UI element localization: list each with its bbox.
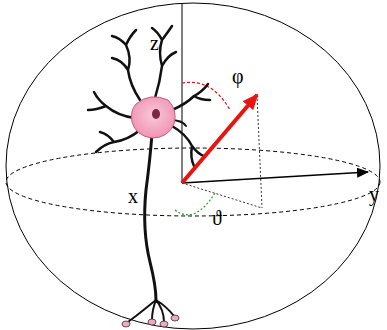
nucleus (152, 109, 160, 119)
z-axis (182, 3, 183, 183)
axis-label: y (369, 184, 379, 204)
angle-label: φ (232, 66, 244, 86)
soma (132, 97, 176, 138)
angle-label: ϑ (212, 208, 222, 228)
theta-arc (175, 193, 215, 215)
y-axis (182, 172, 368, 183)
direction-vector (182, 95, 257, 183)
neuron (88, 26, 210, 324)
projection-line (257, 95, 262, 208)
axis-label: z (150, 33, 159, 53)
axis-label: x (128, 186, 138, 206)
sphere-outline (6, 3, 380, 329)
axon-terminals (122, 315, 179, 327)
equator (6, 148, 380, 216)
projection-line (182, 183, 262, 208)
